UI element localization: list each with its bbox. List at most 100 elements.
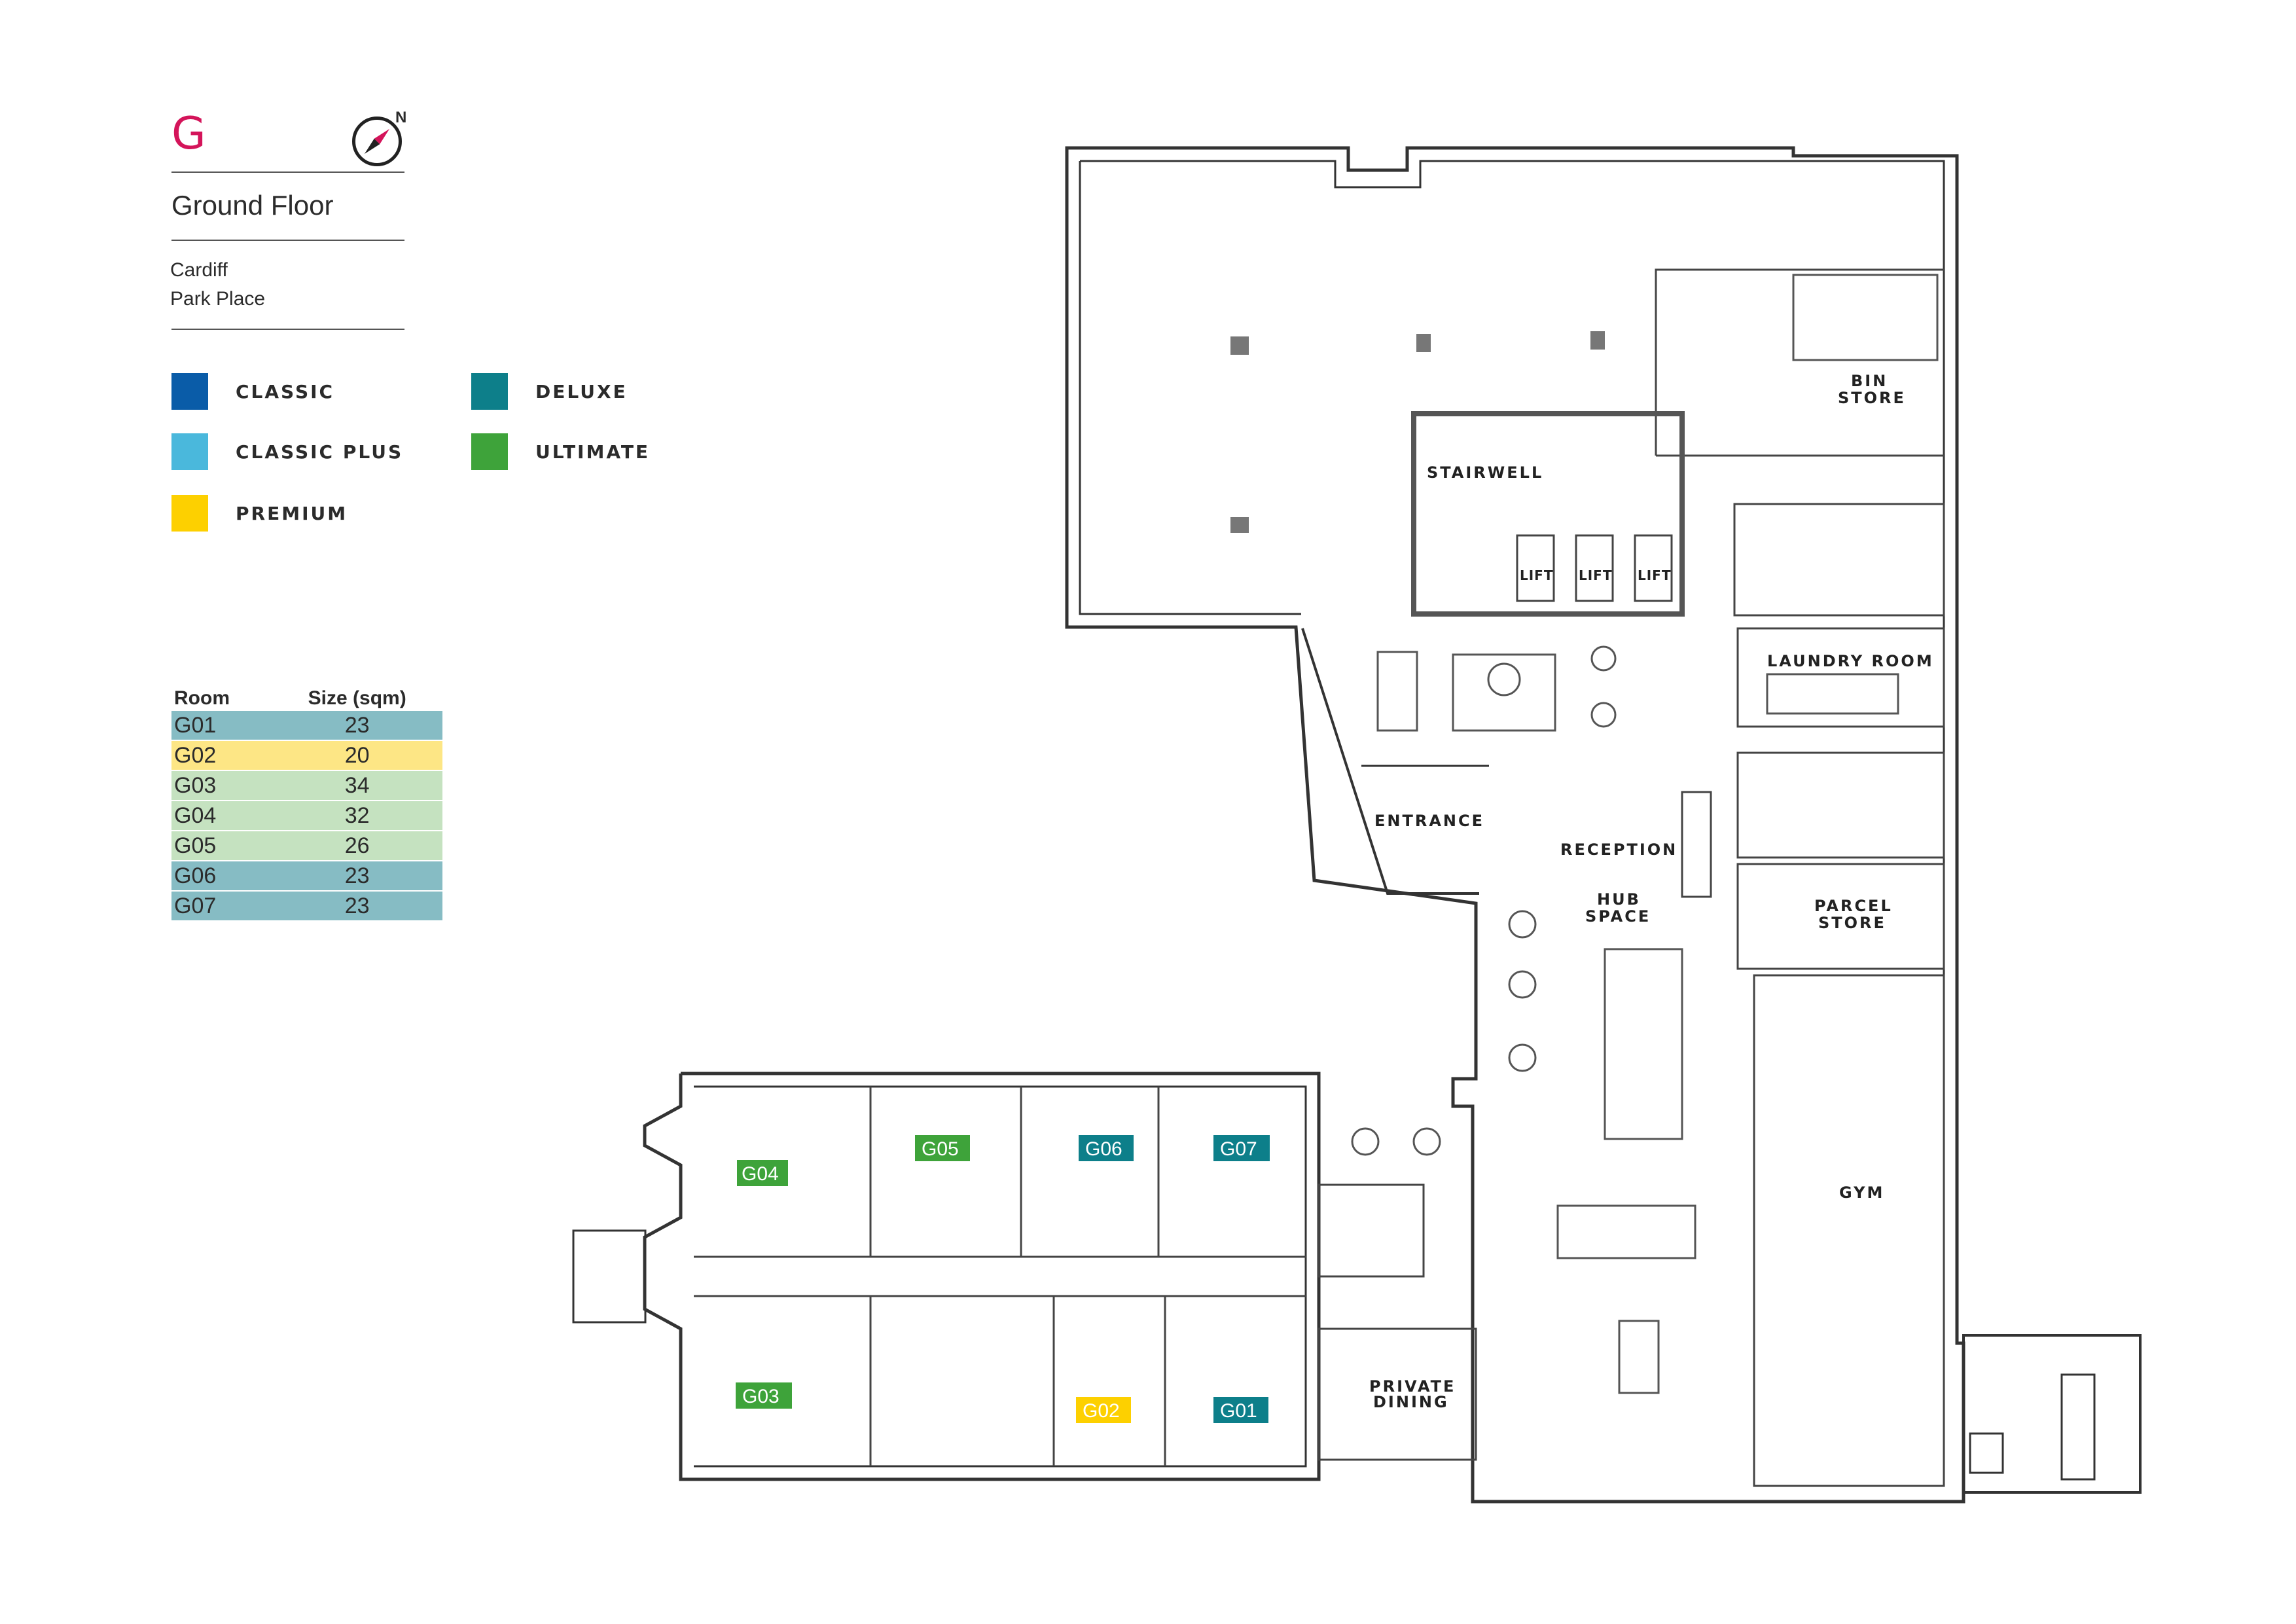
compass-icon: [352, 117, 402, 166]
room-cell: G02: [171, 740, 272, 771]
bin-store-bins: [1792, 274, 1939, 361]
area-labels: STAIRWELL LIFT LIFT LIFT BIN STORE LAUND…: [1369, 372, 1932, 1411]
west-inner-wall: [1079, 161, 1301, 615]
floor-letter: G: [171, 108, 206, 160]
toilet-block: [1733, 503, 1945, 617]
sofa-seat: [1452, 653, 1556, 732]
compass-north-label: N: [395, 109, 407, 126]
room-tag: [1213, 1397, 1268, 1423]
table: [1508, 970, 1537, 999]
furniture: [1351, 274, 1939, 1394]
room-column-header: Room: [174, 687, 230, 709]
size-cell: 32: [272, 801, 442, 831]
west-entry-stairs: [572, 1229, 647, 1324]
room-tag: [1076, 1397, 1131, 1423]
private-dining-label: PRIVATE: [1369, 1377, 1456, 1396]
lift-label: LIFT: [1579, 568, 1613, 583]
storage-room: [1736, 751, 1945, 859]
size-cell: 34: [272, 770, 442, 801]
room-tag-label: G03: [742, 1386, 780, 1407]
dining-table: [1618, 1320, 1660, 1394]
column: [1590, 331, 1605, 350]
south-stairs: [1318, 1183, 1425, 1278]
legend-swatch-ultimate: [471, 433, 508, 470]
divider: [171, 171, 404, 173]
east-annexe-stair: [1969, 1432, 2004, 1474]
entrance-label: ENTRANCE: [1374, 812, 1484, 830]
room-tag: [737, 1160, 788, 1186]
lift-shaft-1: [1516, 534, 1555, 602]
table: [1590, 702, 1617, 728]
room-tag-label: G04: [742, 1163, 779, 1185]
room-tag: [1079, 1135, 1134, 1161]
address: Park Place: [170, 288, 266, 310]
legend-label-deluxe: DELUXE: [535, 381, 628, 403]
bin-store-wall: [1655, 268, 1944, 456]
lift-label: LIFT: [1638, 568, 1672, 583]
room-tag-label: G05: [922, 1138, 959, 1160]
size-cell: 23: [272, 891, 442, 922]
room-cell: G03: [171, 770, 272, 801]
floor-name: Ground Floor: [171, 190, 334, 221]
table: [1412, 1127, 1441, 1156]
lift-label: LIFT: [1520, 568, 1554, 583]
legend-swatch-deluxe: [471, 373, 508, 410]
legend-swatch-classic: [171, 373, 208, 410]
legend-label-premium: PREMIUM: [236, 503, 348, 524]
columns: [1230, 331, 1605, 533]
lift-shaft-2: [1575, 534, 1614, 602]
private-dining-room: [1318, 1327, 1477, 1461]
bin-store-label: STORE: [1838, 389, 1906, 407]
gym-label: GYM: [1839, 1183, 1884, 1202]
north-wing-wall: [1065, 146, 1965, 1504]
legend-label-classic: CLASSIC: [236, 381, 335, 403]
entrance-wall: [1301, 628, 1479, 895]
room-cell: G04: [171, 801, 272, 831]
reception-desk: [1681, 791, 1712, 898]
table: [1508, 910, 1537, 939]
room-tags: G04 G05 G06 G07 G03 G02 G01: [736, 1135, 1270, 1423]
exterior-walls: [572, 146, 2142, 1504]
sofa-seat: [1376, 651, 1418, 732]
room-cell: G06: [171, 861, 272, 892]
divider: [171, 329, 404, 330]
room-tag-label: G06: [1085, 1138, 1122, 1160]
size-cell: 20: [272, 740, 442, 771]
long-table: [1556, 1204, 1696, 1259]
laundry-room: [1736, 627, 1945, 728]
coffee-table: [1487, 662, 1521, 696]
interior-walls: [694, 268, 1945, 1487]
parcel-store-label: STORE: [1818, 914, 1886, 932]
north-wing-inner-wall: [1080, 160, 1945, 1303]
table: [1590, 645, 1617, 672]
east-annexe-fixture: [2060, 1373, 2096, 1481]
south-west-wing-inner: [694, 1085, 1307, 1468]
hub-space-label: HUB: [1597, 890, 1641, 909]
stairwell-label: STAIRWELL: [1427, 463, 1543, 482]
parcel-store-room: [1736, 863, 1945, 970]
room-cell: G01: [171, 711, 272, 741]
table: [1508, 1043, 1537, 1072]
city-name: Cardiff: [170, 259, 228, 281]
east-annexe: [1962, 1334, 2142, 1494]
legend-label-ultimate: ULTIMATE: [535, 441, 651, 463]
stairwell-core: [1411, 411, 1685, 617]
column: [1416, 334, 1431, 352]
room-tag: [915, 1135, 970, 1161]
room-tag: [736, 1382, 792, 1409]
size-cell: 23: [272, 711, 442, 741]
table: [1351, 1127, 1380, 1156]
room-tag-label: G07: [1220, 1138, 1257, 1160]
legend-label-classic-plus: CLASSIC PLUS: [236, 441, 404, 463]
private-dining-label: DINING: [1373, 1393, 1449, 1411]
parcel-store-label: PARCEL: [1814, 897, 1893, 915]
booth-seating: [1604, 948, 1683, 1140]
column: [1230, 336, 1249, 355]
